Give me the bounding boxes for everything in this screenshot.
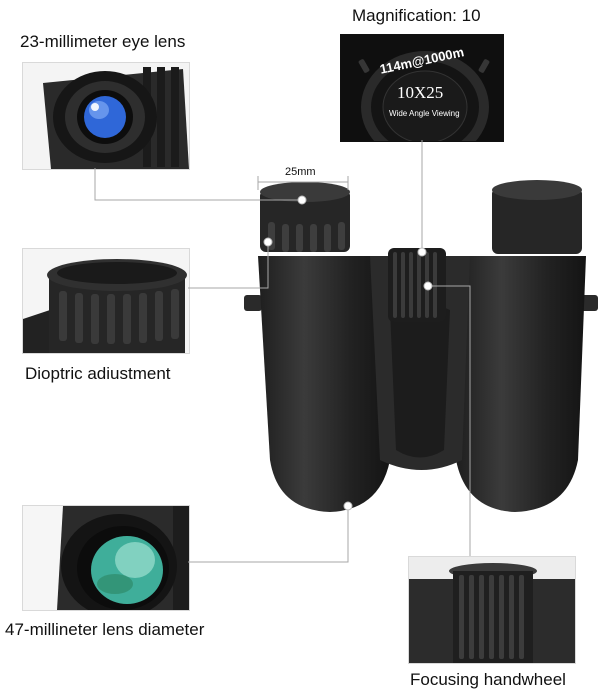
- objective-lens-label: 47-millineter lens diameter: [5, 620, 205, 639]
- magnification-inset: 114m@1000m 10X25 Wide Angle Viewing: [340, 34, 504, 142]
- badge-model: 10X25: [397, 83, 444, 102]
- focus-wheel-label: Focusing handwheel: [410, 670, 566, 689]
- binoculars-illustration: [244, 180, 598, 512]
- focus-wheel-photo: [409, 557, 575, 663]
- eyepiece-dimension-label: 25mm: [285, 166, 316, 178]
- eye-lens-inset: [22, 62, 190, 170]
- badge-subtitle: Wide Angle Viewing: [389, 109, 460, 118]
- diopter-inset: [22, 248, 190, 354]
- eye-lens-label: 23-millimeter eye lens: [20, 32, 186, 51]
- objective-lens-inset: [22, 505, 190, 611]
- diopter-label: Dioptric adiustment: [25, 364, 171, 383]
- objective-lens-photo: [23, 506, 189, 610]
- badge-photo: [341, 35, 503, 141]
- binoculars-main-photo: [230, 160, 600, 520]
- diopter-photo: [23, 249, 189, 353]
- focus-wheel-inset: [408, 556, 576, 664]
- eye-lens-photo: [23, 63, 189, 169]
- magnification-label: Magnification: 10: [352, 6, 481, 25]
